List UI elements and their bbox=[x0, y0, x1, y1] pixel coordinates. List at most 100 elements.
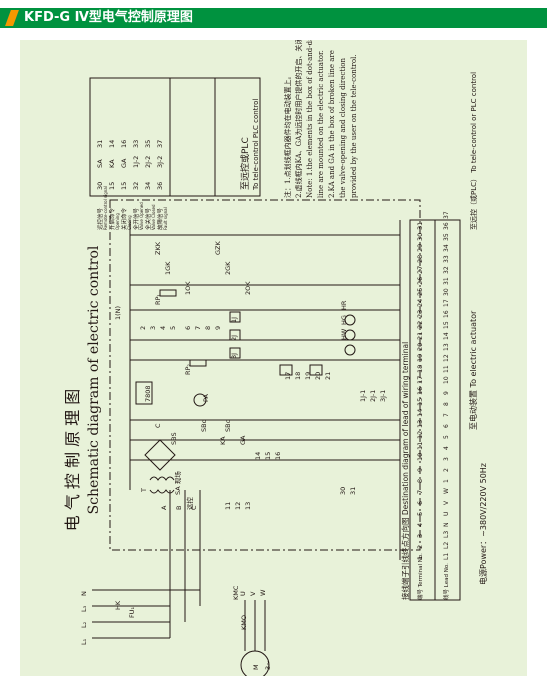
label-l1: L₁ bbox=[80, 638, 88, 645]
label-n13: 13 bbox=[244, 502, 252, 510]
terminal-no: 28 bbox=[416, 255, 424, 263]
diagram-panel bbox=[20, 40, 527, 676]
lead-no: 2 bbox=[443, 468, 450, 472]
terminal-no: 15 bbox=[416, 398, 424, 406]
label-t: T bbox=[140, 488, 148, 493]
lead-no: 16 bbox=[443, 310, 450, 318]
terminal-no: 10 bbox=[416, 453, 424, 461]
lead-no: 13 bbox=[443, 343, 450, 351]
relay-num-a: 34 bbox=[144, 182, 152, 190]
lead-no: 3 bbox=[443, 457, 450, 461]
lead-no: 37 bbox=[443, 211, 450, 219]
pot-RP2 bbox=[189, 359, 207, 367]
terminal-no: 8 bbox=[416, 479, 424, 483]
schematic-diagram: 电 气 控 制 原 理 图 Schematic diagram of elect… bbox=[63, 40, 488, 676]
relay-num-b: 35 bbox=[144, 140, 152, 148]
lead-no: 14 bbox=[443, 332, 450, 340]
lead-no: L1 bbox=[443, 553, 450, 560]
label-ic7808: 7808 bbox=[144, 385, 152, 402]
label-w: W bbox=[259, 589, 267, 596]
label-n31: 31 bbox=[349, 487, 357, 495]
terminal-no: 23 bbox=[416, 310, 424, 318]
note-line: the valve-opening and closing direction bbox=[339, 57, 347, 198]
relay-en: Valve Opened bbox=[139, 202, 144, 230]
label-n8: 8 bbox=[204, 326, 212, 330]
label-a: A bbox=[160, 505, 168, 510]
terminal-row2-label: 线号 Lead No. bbox=[442, 563, 450, 600]
relay-num-b: 14 bbox=[108, 140, 116, 148]
terminal-no: 7 bbox=[416, 490, 424, 494]
relay-sym: 2J-2 bbox=[144, 156, 152, 168]
relay-sym: GA bbox=[120, 158, 128, 168]
terminal-no: 4 bbox=[416, 523, 424, 527]
label-n12: 12 bbox=[234, 502, 242, 510]
label-hk: HK bbox=[114, 600, 122, 610]
terminal-no: 2 bbox=[416, 545, 424, 549]
to-actuator-label: 至电动装置 To electric actuator bbox=[468, 310, 478, 430]
label-v: V bbox=[249, 591, 257, 596]
terminal-no: 11 bbox=[416, 442, 424, 450]
label-m: M bbox=[252, 664, 260, 670]
terminal-no: 26 bbox=[416, 277, 424, 285]
terminal-title: 接线端子引线终点方向图 Destination diagram of lead … bbox=[400, 342, 410, 600]
lead-no: 10 bbox=[443, 376, 450, 384]
relay-en: Valve Closed bbox=[151, 204, 156, 230]
relay-cn: 开启命令 bbox=[108, 207, 116, 230]
lead-no: 30 bbox=[443, 288, 450, 296]
label-gzk: GZK bbox=[214, 241, 222, 255]
label-l2: L₂ bbox=[80, 621, 88, 628]
terminal-no: 19 bbox=[416, 354, 424, 362]
label-k3j: 3J bbox=[230, 353, 238, 359]
lead-no: N bbox=[443, 523, 450, 528]
relay-sym: 1J-2 bbox=[132, 156, 140, 168]
label-sa_remote: 远控 bbox=[185, 497, 194, 511]
lead-no: 8 bbox=[443, 402, 450, 406]
label-zkk: ZKK bbox=[154, 241, 162, 255]
relay-num-b: 16 bbox=[120, 140, 128, 148]
label-n3: 3 bbox=[149, 326, 157, 330]
lead-no: 9 bbox=[443, 391, 450, 395]
power-label: 电源Power：~380V/220V 50Hz bbox=[478, 463, 488, 585]
lead-no: V bbox=[443, 500, 450, 505]
note-line: line are mounted on the electric actuato… bbox=[317, 50, 325, 198]
relay-num-b: 33 bbox=[132, 140, 140, 148]
label-n20: 20 bbox=[314, 372, 322, 380]
label-hw: HW bbox=[340, 328, 348, 340]
label-n11: 11 bbox=[224, 502, 232, 510]
label-k2g: 2GK bbox=[224, 261, 232, 275]
terminal-no: 29 bbox=[416, 244, 424, 252]
lead-no: 32 bbox=[443, 266, 450, 274]
lead-no: 34 bbox=[443, 244, 450, 252]
actuator-frame bbox=[109, 199, 421, 551]
label-n14: 14 bbox=[254, 452, 262, 460]
label-sbo: SBo bbox=[200, 419, 208, 432]
diagram-title-cn: 电 气 控 制 原 理 图 bbox=[63, 389, 82, 532]
lead-no: W bbox=[443, 488, 450, 494]
label-kmo: KMO bbox=[240, 615, 248, 630]
transformer-T bbox=[149, 476, 175, 481]
label-sbc: SBc bbox=[224, 419, 232, 432]
label-fu: FU₁ bbox=[128, 607, 136, 618]
label-j3: 3J-1 bbox=[379, 390, 387, 402]
label-n5: 5 bbox=[169, 326, 177, 330]
terminal-no: 12 bbox=[416, 431, 424, 439]
lead-no: 15 bbox=[443, 321, 450, 329]
lead-no: 36 bbox=[443, 222, 450, 230]
lead-no: 33 bbox=[443, 255, 450, 263]
label-k20k: 2OK bbox=[244, 281, 252, 295]
header-bar bbox=[0, 8, 547, 28]
relay-en: Opening bbox=[115, 213, 120, 230]
terminal-no: 31 bbox=[416, 222, 424, 230]
terminal-no: 21 bbox=[416, 332, 424, 340]
terminal-no: 9 bbox=[416, 468, 424, 472]
relay-cn: 全关信号 bbox=[144, 207, 152, 230]
to-plc-bottom-label: 至远控（或PLC） To tele-control or PLC control bbox=[469, 72, 478, 230]
lead-no: 31 bbox=[443, 277, 450, 285]
relay-sym: KA bbox=[108, 159, 116, 168]
label-hg: HG bbox=[340, 315, 348, 325]
lead-no: 17 bbox=[443, 299, 450, 307]
relay-cn: 远控信号 bbox=[96, 207, 104, 230]
lead-no: 5 bbox=[443, 435, 450, 439]
label-kmc: KMC bbox=[232, 585, 240, 600]
label-ka: KA bbox=[219, 436, 227, 445]
